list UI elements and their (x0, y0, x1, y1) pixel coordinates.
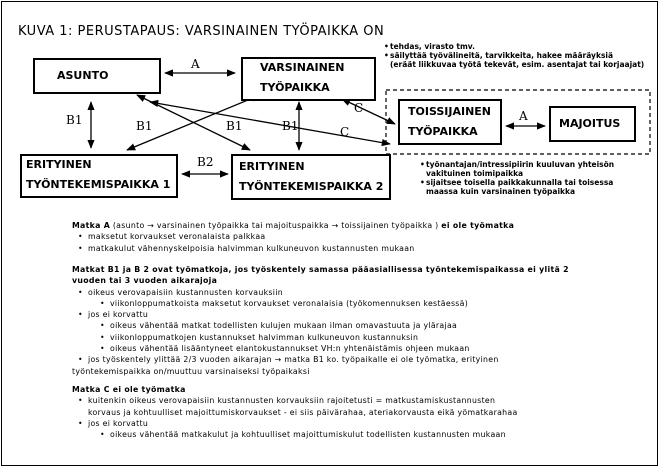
section-matka-a: Matka A (asunto → varsinainen työpaikka … (72, 220, 632, 254)
list-item: oikeus vähentää matkakulut ja kohtuullis… (72, 429, 632, 441)
box-toissijainen-label-1: TOISSIJAINEN (408, 105, 492, 118)
box-erityinen-1-label-2: TYÖNTEKEMISPAIKKA 1 (26, 178, 171, 191)
arrow-c-upper (341, 98, 396, 125)
label-a-right: A (519, 109, 528, 123)
heading-matka-a: Matka A (asunto → varsinainen työpaikka … (72, 221, 515, 230)
note-bottom-4: maassa kuin varsinainen työpaikka (426, 187, 576, 196)
box-toissijainen-tyopaikka: TOISSIJAINEN TYÖPAIKKA (398, 99, 502, 145)
label-b1-mid: B1 (282, 119, 299, 133)
label-b1-cross-left: B1 (136, 119, 153, 133)
figure-title: KUVA 1: PERUSTAPAUS: VARSINAINEN TYÖPAIK… (18, 24, 385, 39)
list-item: maksetut korvaukset veronalaista palkkaa (72, 231, 632, 243)
arrow-c-lower (149, 99, 391, 147)
note-bottom-1: •työnantajan/intressipiirin kuuluvan yht… (420, 160, 615, 169)
list-item: viikonloppumatkojen kustannukset halvimm… (72, 332, 632, 344)
box-erityinen-2-label-1: ERITYINEN (239, 160, 305, 173)
label-b1-left: B1 (66, 113, 83, 127)
list-item: oikeus vähentää matkat todellisten kuluj… (72, 320, 632, 332)
heading-matka-b-1: Matkat B1 ja B 2 ovat työmatkoja, jos ty… (72, 265, 569, 274)
label-c-upper: C (354, 101, 364, 115)
heading-matka-b-2: vuoden tai 3 vuoden aikarajoja (72, 276, 218, 286)
list-item: oikeus vähentää lisääntyneet elantokusta… (72, 343, 632, 355)
note-top-2: •säilyttää työvälineitä, tarvikkeita, ha… (384, 51, 614, 60)
list-item: jos ei korvattu (72, 309, 632, 321)
box-majoitus: MAJOITUS (549, 106, 636, 142)
list-item: jos ei korvattu (72, 418, 632, 430)
label-c-lower: C (340, 125, 350, 139)
box-erityinen-2: ERITYINEN TYÖNTEKEMISPAIKKA 2 (231, 154, 391, 200)
note-top-3: (eräät liikkuvaa työtä tekevät, esim. as… (390, 60, 645, 69)
note-bottom-3: •sijaitsee toisella paikkakunnalla tai t… (420, 178, 614, 187)
heading-matka-c: Matka C ei ole työmatka (72, 385, 186, 394)
box-toissijainen-label-2: TYÖPAIKKA (408, 125, 478, 138)
box-varsinainen-label-2: TYÖPAIKKA (260, 81, 330, 94)
list-item: matkakulut vähennyskelpoisia halvimman k… (72, 243, 632, 255)
box-erityinen-1: ERITYINEN TYÖNTEKEMISPAIKKA 1 (20, 154, 178, 198)
note-bottom-2: vakituinen toimipaikka (426, 169, 524, 178)
box-asunto: ASUNTO (33, 58, 161, 94)
box-erityinen-1-label-1: ERITYINEN (26, 158, 92, 171)
box-varsinainen-tyopaikka: VARSINAINEN TYÖPAIKKA (241, 57, 376, 101)
list-item: kuitenkin oikeus verovapaisiin kustannus… (72, 395, 632, 418)
box-erityinen-2-label-2: TYÖNTEKEMISPAIKKA 2 (239, 180, 384, 193)
section-matka-c: Matka C ei ole työmatka kuitenkin oikeus… (72, 384, 632, 441)
section-matka-b: Matkat B1 ja B 2 ovat työmatkoja, jos ty… (72, 264, 632, 377)
box-asunto-label: ASUNTO (57, 69, 109, 82)
list-item: oikeus verovapaisiin kustannusten korvau… (72, 287, 632, 299)
label-a-top: A (191, 57, 200, 71)
box-varsinainen-label-1: VARSINAINEN (260, 61, 345, 74)
list-item: viikonloppumatkoista maksetut korvaukset… (72, 298, 632, 310)
label-b1-cross-right: B1 (226, 119, 243, 133)
box-majoitus-label: MAJOITUS (559, 117, 621, 130)
list-item: jos työskentely ylittää 2/3 vuoden aikar… (72, 354, 632, 377)
note-top-1: •tehdas, virasto tmv. (384, 42, 475, 51)
label-b2: B2 (197, 155, 214, 169)
